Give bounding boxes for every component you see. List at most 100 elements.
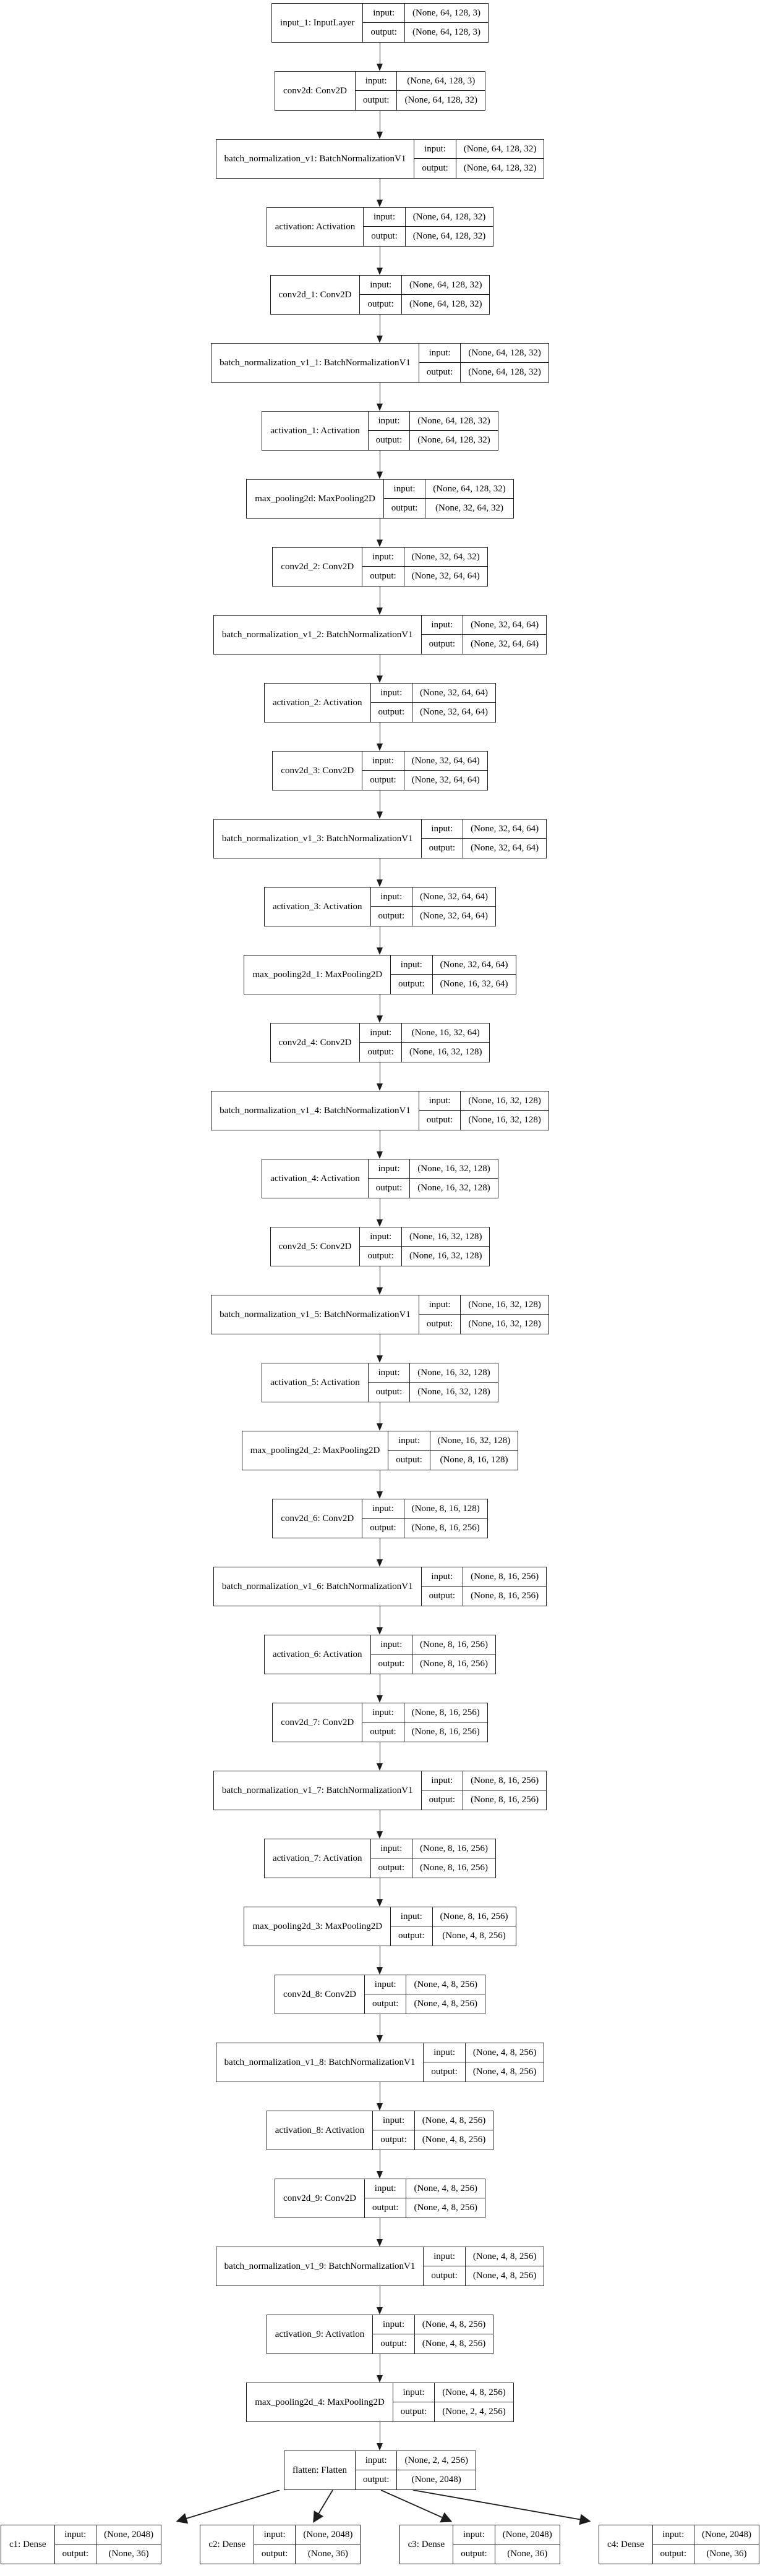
layer-io-table: input: (None, 64, 128, 32) output: (None… xyxy=(414,140,544,178)
layer-io-table: input: (None, 64, 128, 32) output: (None… xyxy=(419,344,549,382)
output-label: output: xyxy=(362,1722,404,1742)
layer-name-label: conv2d: Conv2D xyxy=(275,72,356,110)
output-label: output: xyxy=(391,1926,433,1946)
dense-heads-row: c1: Dense input: (None, 2048) output: (N… xyxy=(0,2525,760,2564)
input-shape: (None, 8, 16, 256) xyxy=(432,1907,516,1926)
input-label: input: xyxy=(419,1295,461,1315)
output-shape: (None, 32, 64, 64) xyxy=(411,775,480,785)
layer-name-label: conv2d_3: Conv2D xyxy=(273,752,363,790)
layer-io-table: input: (None, 32, 64, 32) output: (None,… xyxy=(362,548,487,586)
layer-name-label: max_pooling2d_3: MaxPooling2D xyxy=(244,1907,391,1946)
layer-name-label: batch_normalization_v1_8: BatchNormaliza… xyxy=(216,2043,424,2082)
layer-name-label: batch_normalization_v1_4: BatchNormaliza… xyxy=(211,1091,419,1130)
layer-name-label: conv2d_6: Conv2D xyxy=(273,1499,363,1538)
output-label: output: xyxy=(424,2266,466,2286)
input-label: input: xyxy=(391,1907,433,1926)
input-shape: (None, 64, 128, 32) xyxy=(456,140,544,159)
input-shape: (None, 32, 64, 32) xyxy=(404,548,487,567)
arrow-head-icon xyxy=(377,1831,383,1839)
layer-io-table: input: (None, 32, 64, 64) output: (None,… xyxy=(370,684,496,722)
layer-io-table: input: (None, 8, 16, 256) output: (None,… xyxy=(421,1567,547,1606)
arrow-shaft xyxy=(379,1402,381,1423)
input-shape: (None, 4, 8, 256) xyxy=(465,2043,544,2062)
layer-name-label: activation: Activation xyxy=(267,208,364,246)
arrow-head-icon xyxy=(377,1423,383,1431)
arrow-shaft xyxy=(379,1130,381,1151)
output-label: output: xyxy=(393,2402,435,2421)
arrow-connector xyxy=(377,858,383,887)
arrow-head-icon xyxy=(377,1219,383,1227)
fan-arrow-c4 xyxy=(412,2490,591,2525)
input-shape: (None, 4, 8, 256) xyxy=(406,1975,485,1994)
output-shape: (None, 4, 8, 256) xyxy=(422,2135,486,2145)
output-label: output: xyxy=(364,227,406,246)
output-shape: (None, 64, 128, 32) xyxy=(404,95,477,105)
layer-node-batch_normalization_v1_7: batch_normalization_v1_7: BatchNormaliza… xyxy=(213,1771,547,1810)
layer-node-flatten: flatten: Flatten input: (None, 2, 4, 256… xyxy=(284,2451,476,2490)
output-label: output: xyxy=(419,1315,461,1334)
arrow-shaft xyxy=(379,1334,381,1355)
output-label: output: xyxy=(360,1247,402,1266)
arrow-connector xyxy=(377,994,383,1023)
layer-name-label: c3: Dense xyxy=(400,2525,454,2564)
layer-name-label: batch_normalization_v1_3: BatchNormaliza… xyxy=(214,820,422,858)
output-label: output: xyxy=(362,771,404,790)
input-label: input: xyxy=(360,276,402,295)
arrow-connector xyxy=(377,247,383,275)
output-label: output: xyxy=(356,2470,398,2489)
input-shape: (None, 4, 8, 256) xyxy=(465,2247,544,2266)
output-shape: (None, 36) xyxy=(307,2549,348,2559)
output-shape: (None, 16, 32, 128) xyxy=(409,1251,482,1261)
layer-node-conv2d_4: conv2d_4: Conv2D input: (None, 16, 32, 6… xyxy=(270,1023,490,1062)
layer-node-batch_normalization_v1_5: batch_normalization_v1_5: BatchNormaliza… xyxy=(211,1295,549,1334)
input-label: input: xyxy=(421,1567,464,1587)
arrow-connector xyxy=(377,383,383,411)
output-shape: (None, 36) xyxy=(706,2549,747,2559)
arrow-shaft xyxy=(379,587,381,608)
arrow-shaft xyxy=(379,1538,381,1559)
output-label: output: xyxy=(362,1519,404,1538)
arrow-connector xyxy=(377,1130,383,1159)
layer-name-label: activation_7: Activation xyxy=(265,1839,371,1878)
input-shape: (None, 32, 64, 64) xyxy=(412,888,496,907)
layer-node-activation_7: activation_7: Activation input: (None, 8… xyxy=(263,1839,497,1878)
input-label: input: xyxy=(362,548,404,567)
arrow-connector xyxy=(377,2218,383,2247)
layer-name-label: batch_normalization_v1_1: BatchNormaliza… xyxy=(211,344,419,382)
arrow-shaft xyxy=(379,1062,381,1083)
input-shape: (None, 2048) xyxy=(694,2525,759,2544)
output-shape: (None, 2, 4, 256) xyxy=(442,2407,506,2417)
layer-io-table: input: (None, 32, 64, 64) output: (None,… xyxy=(391,955,516,994)
layer-node-batch_normalization_v1_4: batch_normalization_v1_4: BatchNormaliza… xyxy=(211,1091,549,1130)
layer-node-max_pooling2d_4: max_pooling2d_4: MaxPooling2D input: (No… xyxy=(246,2383,514,2422)
input-shape: (None, 8, 16, 256) xyxy=(463,1771,547,1790)
input-shape: (None, 16, 32, 128) xyxy=(410,1363,498,1383)
arrow-shaft xyxy=(379,111,381,132)
arrow-connector xyxy=(377,1198,383,1227)
arrow-shaft xyxy=(379,790,381,811)
layer-name-label: batch_normalization_v1_5: BatchNormaliza… xyxy=(211,1295,419,1334)
input-label: input: xyxy=(419,1091,461,1111)
input-label: input: xyxy=(254,2525,296,2544)
arrow-head-icon xyxy=(377,2307,383,2315)
arrow-connector xyxy=(377,315,383,343)
output-shape: (None, 8, 16, 256) xyxy=(471,1795,539,1805)
arrow-connector xyxy=(377,1946,383,1975)
output-shape: (None, 4, 8, 256) xyxy=(422,2339,486,2349)
layer-name-label: input_1: InputLayer xyxy=(272,4,364,42)
output-shape: (None, 64, 128, 32) xyxy=(412,231,486,241)
input-shape: (None, 8, 16, 256) xyxy=(412,1635,496,1654)
layer-name-label: conv2d_7: Conv2D xyxy=(273,1703,363,1742)
arrow-head-icon xyxy=(377,947,383,955)
input-shape: (None, 2048) xyxy=(296,2525,361,2544)
arrow-head-icon xyxy=(377,676,383,683)
layer-name-label: batch_normalization_v1_6: BatchNormaliza… xyxy=(214,1567,422,1606)
input-label: input: xyxy=(364,2179,407,2198)
arrow-head-icon xyxy=(377,608,383,615)
layer-name-label: activation_3: Activation xyxy=(265,888,371,926)
arrow-head-icon xyxy=(377,1491,383,1499)
input-label: input: xyxy=(362,1499,404,1519)
input-label: input: xyxy=(652,2525,695,2544)
flatten-to-dense-arrows xyxy=(176,2490,591,2525)
